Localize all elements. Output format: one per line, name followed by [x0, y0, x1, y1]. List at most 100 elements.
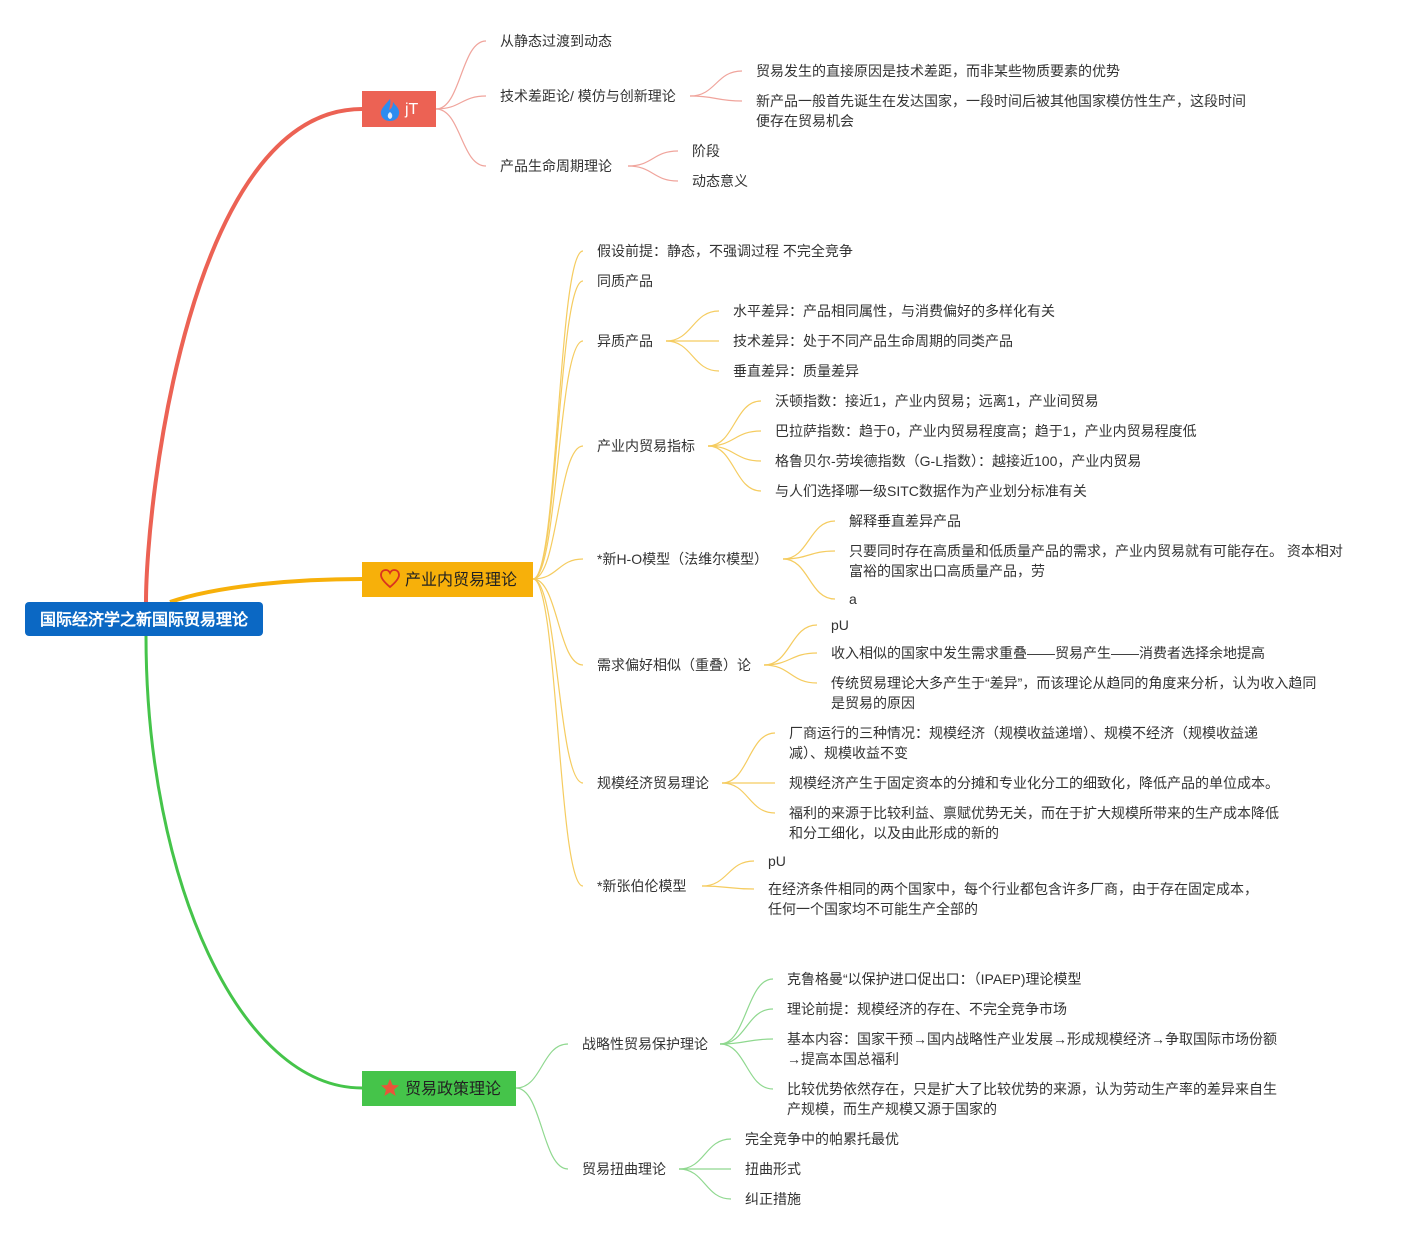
root-node-label: 国际经济学之新国际贸易理论 — [40, 610, 249, 629]
branch-node-jt-label: jT — [404, 101, 419, 118]
subtopic-label[interactable]: 动态意义 — [692, 173, 748, 189]
subtopic-label[interactable]: 基本内容：国家干预→国内战略性产业发展→形成规模经济→争取国际市场份额 →提高本国… — [787, 1031, 1277, 1067]
connector-lines — [144, 40, 836, 1200]
subtopic-label[interactable]: 理论前提：规模经济的存在、不完全竞争市场 — [787, 1001, 1067, 1017]
child-connector — [532, 340, 584, 580]
subtopic-label[interactable]: 福利的来源于比较利益、禀赋优势无关，而在于扩大规模所带来的生产成本降低和分工细化… — [789, 805, 1279, 841]
subchild-connector — [707, 400, 762, 447]
subchild-connector — [719, 1043, 774, 1090]
subtopic-label[interactable]: 新产品一般首先诞生在发达国家，一段时间后被其他国家模仿性生产，这段时间便存在贸易… — [756, 93, 1246, 129]
child-connector — [435, 40, 487, 110]
flame-icon — [380, 99, 400, 121]
subchild-connector — [707, 445, 762, 462]
branch-node-jt[interactable]: jT — [362, 91, 436, 127]
subtopic-label[interactable]: 收入相似的国家中发生需求重叠——贸易产生——消费者选择余地提高 — [831, 645, 1265, 661]
topic-label-line: 减）、规模收益不变 — [789, 745, 908, 761]
subtopic-label[interactable]: 厂商运行的三种情况：规模经济（规模收益递增）、规模不经济（规模收益递减）、规模收… — [789, 725, 1258, 761]
subchild-connector — [721, 782, 776, 814]
root-node[interactable]: 国际经济学之新国际贸易理论 — [25, 602, 263, 636]
subchild-connector — [721, 732, 776, 784]
subtopic-label[interactable]: pU — [768, 853, 786, 869]
topic-label-line: 福利的来源于比较利益、禀赋优势无关，而在于扩大规模所带来的生产成本降低 — [789, 805, 1279, 821]
subchild-connector — [719, 1038, 774, 1045]
topic-label-line: 比较优势依然存在，只是扩大了比较优势的来源，认为劳动生产率的差异来自生 — [787, 1081, 1277, 1097]
subtopic-label[interactable]: 比较优势依然存在，只是扩大了比较优势的来源，认为劳动生产率的差异来自生产规模，而… — [787, 1081, 1277, 1117]
topic-label-line: 厂商运行的三种情况：规模经济（规模收益递增）、规模不经济（规模收益递 — [789, 725, 1258, 741]
subtopic-label[interactable]: 只要同时存在高质量和低质量产品的需求，产业内贸易就有可能存在。 资本相对富裕的国… — [849, 543, 1343, 579]
subchild-connector — [763, 664, 818, 684]
topic-label-line: 便存在贸易机会 — [756, 113, 854, 129]
root-node-box — [25, 602, 263, 636]
subchild-connector — [763, 652, 818, 666]
child-connector — [532, 578, 584, 784]
subtopic-label[interactable]: 格鲁贝尔-劳埃德指数（G-L指数）：越接近100，产业内贸易 — [775, 453, 1141, 469]
subtopic-label[interactable]: 在经济条件相同的两个国家中，每个行业都包含许多厂商，由于存在固定成本， 任何一个国… — [768, 881, 1258, 917]
subtopic-label[interactable]: pU — [831, 617, 849, 633]
subchild-connector — [627, 165, 679, 182]
subtopic-label[interactable]: 水平差异：产品相同属性，与消费偏好的多样化有关 — [733, 303, 1055, 319]
child-topic[interactable]: 从静态过渡到动态 — [500, 33, 612, 49]
subtopic-label[interactable]: 纠正措施 — [745, 1191, 801, 1207]
subchild-connector — [782, 550, 836, 560]
child-topic[interactable]: 战略性贸易保护理论 — [582, 1036, 708, 1052]
branch-node-trade-policy-label: 贸易政策理论 — [405, 1080, 501, 1098]
child-connector — [532, 280, 584, 580]
topic-label-line: →提高本国总福利 — [787, 1051, 899, 1067]
topic-label-line: 是贸易的原因 — [831, 695, 915, 711]
child-topic[interactable]: 规模经济贸易理论 — [597, 775, 709, 791]
child-topic[interactable]: 产品生命周期理论 — [500, 158, 612, 174]
heart-icon — [380, 569, 400, 589]
branch-node-intra-industry[interactable]: 产业内贸易理论 — [362, 562, 533, 597]
main-connector-intra-industry — [169, 577, 363, 604]
subtopic-label[interactable]: 克鲁格曼“以保护进口促出口：（IPAEP)理论模型 — [787, 971, 1082, 987]
subtopic-label[interactable]: 阶段 — [692, 143, 720, 159]
topic-label-line: 只要同时存在高质量和低质量产品的需求，产业内贸易就有可能存在。 资本相对 — [849, 543, 1343, 559]
topic-label-line: 任何一个国家均不可能生产全部的 — [768, 901, 978, 917]
subtopic-label[interactable]: 技术差异：处于不同产品生命周期的同类产品 — [733, 333, 1013, 349]
subchild-connector — [627, 150, 679, 167]
subtopic-label[interactable]: 沃顿指数：接近1，产业内贸易；远离1，产业间贸易 — [775, 393, 1099, 410]
child-topic[interactable]: 假设前提：静态，不强调过程 不完全竞争 — [597, 243, 853, 259]
subtopic-label[interactable]: 解释垂直差异产品 — [849, 513, 961, 529]
topic-label-line: 富裕的国家出口高质量产品，劳 — [849, 563, 1045, 579]
subtopic-label[interactable]: a — [849, 591, 857, 607]
subtopic-label[interactable]: 规模经济产生于固定资本的分摊和专业化分工的细致化，降低产品的单位成本。 — [789, 775, 1279, 791]
subtopic-label[interactable]: 垂直差异：质量差异 — [733, 363, 859, 379]
subchild-connector — [782, 520, 836, 560]
child-topic[interactable]: 异质产品 — [597, 333, 653, 349]
child-connector — [532, 558, 584, 580]
child-topic[interactable]: 技术差距论/ 模仿与创新理论 — [500, 88, 676, 104]
child-topic[interactable]: 需求偏好相似（重叠）论 — [597, 657, 751, 673]
child-connector — [515, 1043, 569, 1089]
topic-label-line: 基本内容：国家干预→国内战略性产业发展→形成规模经济→争取国际市场份额 — [787, 1031, 1277, 1047]
subchild-connector — [689, 70, 743, 97]
child-topic[interactable]: *新张伯伦模型 — [597, 878, 686, 894]
subtopic-label[interactable]: 扭曲形式 — [745, 1161, 801, 1177]
subtopic-label[interactable]: 传统贸易理论大多产生于“差异”，而该理论从趋同的角度来分析，认为收入趋同是贸易的… — [831, 675, 1316, 711]
child-topic[interactable]: 产业内贸易指标 — [597, 438, 695, 454]
main-connector-jt — [144, 107, 363, 603]
subtopic-label[interactable]: 巴拉萨指数：趋于0，产业内贸易程度高；趋于1，产业内贸易程度低 — [775, 423, 1197, 440]
topic-label-line: 在经济条件相同的两个国家中，每个行业都包含许多厂商，由于存在固定成本， — [768, 881, 1258, 897]
topic-label-line: 新产品一般首先诞生在发达国家，一段时间后被其他国家模仿性生产，这段时间 — [756, 93, 1246, 109]
child-topic[interactable]: 同质产品 — [597, 273, 653, 289]
subchild-connector — [689, 95, 743, 102]
child-connector — [515, 1087, 569, 1170]
subchild-connector — [701, 860, 755, 887]
branch-node-jt-box — [362, 91, 436, 127]
topic-label-line: 和分工细化，以及由此形成的新的 — [789, 825, 999, 841]
subtopic-label[interactable]: 贸易发生的直接原因是技术差距，而非某些物质要素的优势 — [756, 63, 1120, 79]
child-topic[interactable]: 贸易扭曲理论 — [582, 1161, 666, 1177]
subchild-connector — [707, 445, 762, 492]
subtopic-label[interactable]: 与人们选择哪一级SITC数据作为产业划分标准有关 — [775, 483, 1087, 499]
subtopic-label[interactable]: 完全竞争中的帕累托最优 — [745, 1131, 899, 1147]
child-topic[interactable]: *新H-O模型（法维尔模型） — [597, 551, 768, 567]
subchild-connector — [782, 558, 836, 600]
child-connector — [532, 578, 584, 887]
branch-node-trade-policy[interactable]: 贸易政策理论 — [362, 1071, 516, 1106]
child-connector — [435, 108, 487, 167]
subchild-connector — [665, 310, 720, 342]
topic-label-line: 产规模，而生产规模又源于国家的 — [787, 1101, 997, 1117]
